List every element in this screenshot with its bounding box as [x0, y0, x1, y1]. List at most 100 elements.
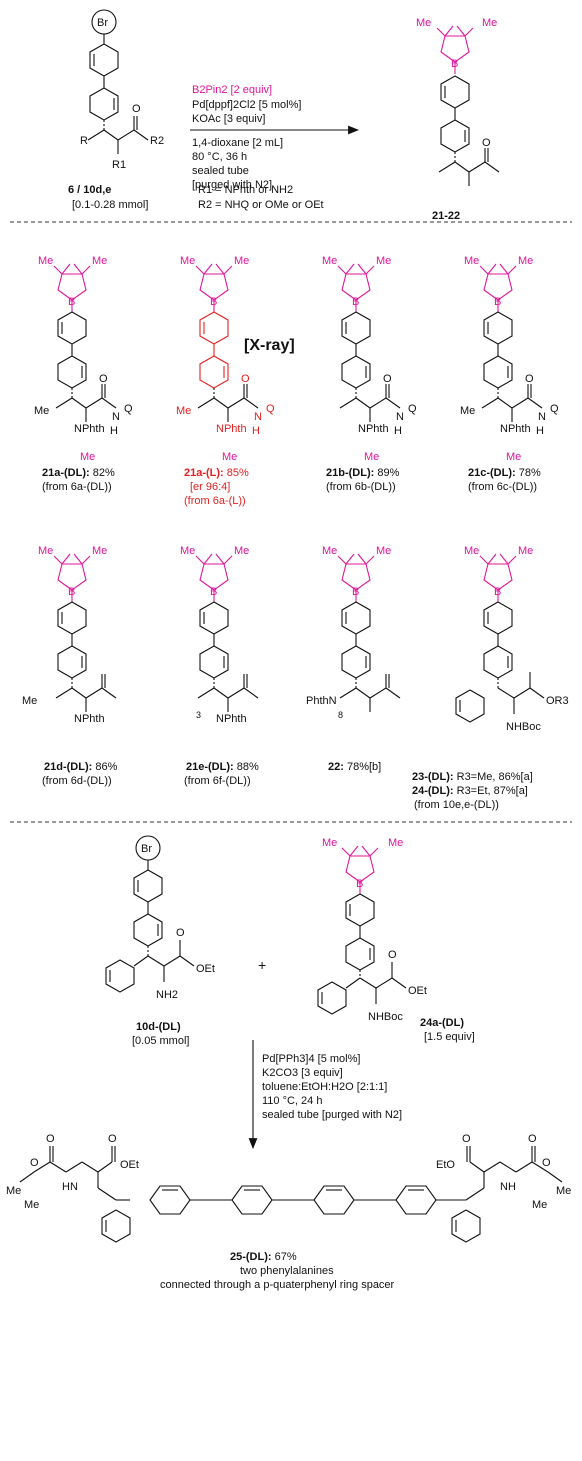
b-r1-0: B	[68, 296, 75, 308]
from-21b-dl: (from 6b-(DL))	[326, 481, 396, 493]
me-r1a-3: Me	[464, 255, 479, 267]
me-r2b-3: Me	[518, 545, 533, 557]
product-name: 21-22	[432, 210, 460, 222]
label-21a-dl: 21a-(DL): 82%	[42, 467, 115, 479]
p-name-bold: 25-(DL):	[230, 1251, 272, 1263]
b-r2-1: B	[210, 586, 217, 598]
final-product: OEt O O HN O Me Me EtO O O NH O Me Me 25…	[6, 1133, 571, 1291]
p-name: 25-(DL): 67%	[230, 1251, 297, 1263]
cond-5: sealed tube	[192, 165, 249, 177]
amount-r: [1.5 equiv]	[424, 1031, 475, 1043]
me-r1a-2: Me	[322, 255, 337, 267]
yield-21d-dl: 86%	[95, 761, 117, 773]
name-21d-dl: 21d-(DL):	[44, 761, 92, 773]
p-me-3: Me	[556, 1185, 571, 1197]
nq-21a-l: N	[254, 411, 262, 423]
sub-22: 8	[338, 710, 343, 720]
p-me-4: Me	[532, 1199, 547, 1211]
cond-2: KOAc [3 equiv]	[192, 113, 265, 125]
b-r2-0: B	[68, 586, 75, 598]
header-product: Me Me B O 21-22	[416, 17, 500, 222]
name-24: 24-(DL):	[412, 785, 454, 797]
me-r2a-0: Me	[38, 545, 53, 557]
bcond-1: K2CO3 [3 equiv]	[262, 1067, 343, 1079]
bcond-0: Pd[PPh3]4 [5 mol%]	[262, 1053, 360, 1065]
yield-21a-dl: 82%	[93, 467, 115, 479]
me-21a-dl: Me	[80, 451, 95, 463]
me-4: Me	[388, 837, 403, 849]
label-22: 22: 78%[b]	[328, 761, 381, 773]
b-r1-3: B	[494, 296, 501, 308]
me-r2a-2: Me	[322, 545, 337, 557]
yield-21c-dl: 78%	[519, 467, 541, 479]
p-desc1: two phenylalanines	[240, 1265, 334, 1277]
side-21a-dl: Me	[34, 405, 49, 417]
o-21b-dl: O	[383, 373, 392, 385]
nq-21c-dl: N	[538, 411, 546, 423]
er-21a-l: [er 96:4]	[190, 481, 230, 493]
cond-3: 1,4-dioxane [2 mL]	[192, 137, 283, 149]
r1-label: R1	[112, 159, 126, 171]
bottom-conditions: Pd[PPh3]4 [5 mol%] K2CO3 [3 equiv] tolue…	[248, 1040, 402, 1150]
yield-21a-l: 85%	[227, 467, 249, 479]
me-r2b-0: Me	[92, 545, 107, 557]
cond-4: 80 °C, 36 h	[192, 151, 247, 163]
p-ester-l: OEt	[120, 1159, 139, 1171]
cond-6: [purged with N2]	[192, 179, 272, 191]
yield-21e-dl: 88%	[237, 761, 259, 773]
me-21a-l: Me	[222, 451, 237, 463]
amine-21d-dl: NPhth	[74, 713, 105, 725]
p-o-2: O	[46, 1133, 55, 1145]
amine-r: NHBoc	[368, 1011, 403, 1023]
label-24: 24-(DL): R3=Et, 87%[a]	[412, 785, 528, 797]
me-r1b-1: Me	[234, 255, 249, 267]
b-r2-3: B	[494, 586, 501, 598]
side-21c-dl: Me	[460, 405, 475, 417]
amine-21a-l: NPhth	[216, 423, 247, 435]
o-21c-dl: O	[525, 373, 534, 385]
o-label: O	[132, 103, 141, 115]
amine-l: NH2	[156, 989, 178, 1001]
p-desc2: connected through a p-quaterphenyl ring …	[160, 1279, 395, 1291]
substrate-amount: [0.1-0.28 mmol]	[72, 199, 148, 211]
name-21b-dl: 21b-(DL):	[326, 467, 374, 479]
h-21a-l: H	[252, 425, 260, 437]
def-1: R2 = NHQ or OMe or OEt	[198, 199, 324, 211]
label-21c-dl: 21c-(DL): 78%	[468, 467, 541, 479]
me-r2b-2: Me	[376, 545, 391, 557]
b-r1-1: B	[210, 296, 217, 308]
sub-21e-dl: 3	[196, 710, 201, 720]
from-21a-l: (from 6a-(L))	[184, 495, 246, 507]
me-r1a-1: Me	[180, 255, 195, 267]
cond-0: B2Pin2 [2 equiv]	[192, 84, 272, 96]
o-l: O	[176, 927, 185, 939]
o-r: O	[388, 949, 397, 961]
name-21e-dl: 21e-(DL):	[186, 761, 234, 773]
r2-label: R2	[150, 135, 164, 147]
me-r2a-1: Me	[180, 545, 195, 557]
amount-l: [0.05 mmol]	[132, 1035, 189, 1047]
plus-sign: +	[258, 957, 266, 973]
br2-label: Br	[141, 843, 152, 855]
me-r1b-3: Me	[518, 255, 533, 267]
p-hn: HN	[62, 1181, 78, 1193]
label-21e-dl: 21e-(DL): 88%	[186, 761, 259, 773]
me-r2a-3: Me	[464, 545, 479, 557]
p-ester-r: EtO	[436, 1159, 455, 1171]
amine-23-24: NHBoc	[506, 721, 541, 733]
side-21d-dl: Me	[22, 695, 37, 707]
me-r1b-0: Me	[92, 255, 107, 267]
ester-r: OEt	[408, 985, 427, 997]
q-21c-dl: Q	[550, 403, 559, 415]
p-o-5: O	[528, 1133, 537, 1145]
bottom-left-substrate: Br O OEt NH2 10d-(DL) [0.05 mmol]	[105, 835, 215, 1047]
amine-21c-dl: NPhth	[500, 423, 531, 435]
r-label: R	[80, 135, 88, 147]
yield-23: R3=Me, 86%[a]	[457, 771, 533, 783]
me-3: Me	[322, 837, 337, 849]
cond-1: Pd[dppf]2Cl2 [5 mol%]	[192, 99, 301, 111]
name-21a-dl: 21a-(DL):	[42, 467, 90, 479]
xray-label: [X-ray]	[244, 337, 295, 354]
